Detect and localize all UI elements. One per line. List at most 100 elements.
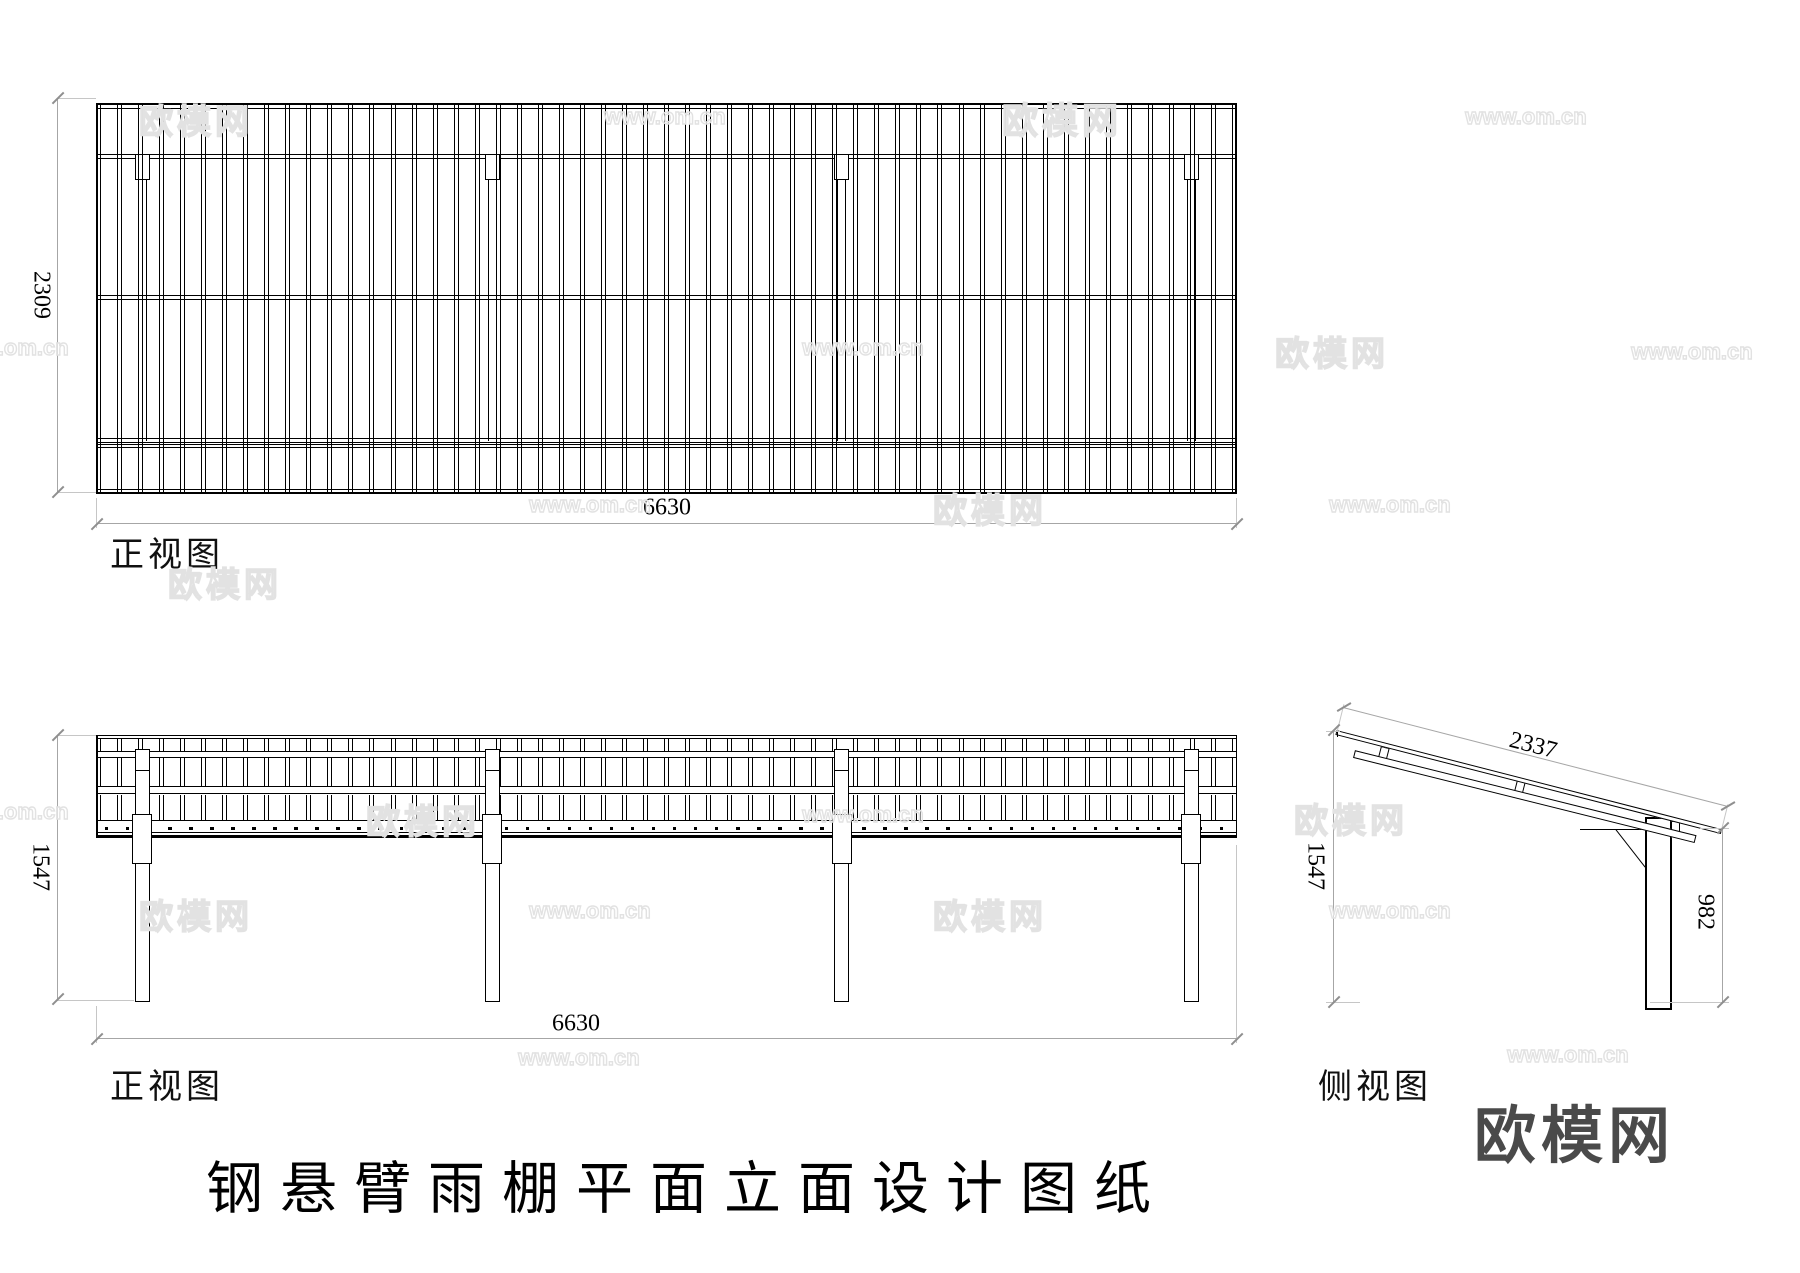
plan-beam — [487, 180, 497, 441]
plan-depth-dimension: 2309 — [28, 271, 55, 319]
plan-slat — [706, 105, 712, 492]
plan-slat — [369, 105, 375, 492]
watermark-url: www.om.cn — [1465, 103, 1588, 129]
front-slat — [390, 794, 396, 820]
front-bottom-dot — [862, 827, 866, 830]
plan-slat — [621, 105, 627, 492]
front-roof-tick — [243, 739, 249, 751]
front-slat — [117, 794, 123, 820]
front-roof-tick — [1168, 739, 1174, 751]
front-bottom-dot — [105, 827, 109, 830]
watermark-brand: 欧模网 — [1293, 802, 1408, 841]
front-slat — [853, 794, 859, 820]
dim-line — [57, 98, 58, 492]
front-slat — [159, 794, 165, 820]
front-roof-tick — [958, 739, 964, 751]
front-bottom-dot — [778, 827, 782, 830]
front-post-cap-line — [1184, 770, 1198, 772]
front-slat — [958, 794, 964, 820]
front-slat — [874, 794, 880, 820]
front-bottom-dot — [609, 827, 614, 830]
front-slat — [1084, 794, 1090, 820]
front-slat — [516, 758, 522, 786]
front-bottom-dot — [1114, 827, 1119, 830]
front-bottom-dot — [736, 827, 740, 830]
dim-line — [96, 1038, 1237, 1039]
front-roof-tick — [895, 739, 901, 751]
plan-slat — [1042, 105, 1048, 492]
front-bottom-dot — [673, 827, 677, 830]
front-slat — [1000, 794, 1006, 820]
front-slat — [979, 794, 985, 820]
plan-beam — [837, 180, 846, 441]
extension-line — [1326, 1001, 1360, 1003]
watermark-brand: 欧模网 — [365, 803, 480, 842]
front-slat — [937, 758, 943, 786]
front-slat — [1105, 794, 1111, 820]
plan-slat — [1000, 105, 1006, 492]
front-bottom-dot — [588, 827, 593, 830]
plan-rail — [96, 444, 1237, 446]
front-post-cap-line — [485, 770, 499, 772]
front-rail — [96, 786, 1237, 788]
front-top-inner — [96, 738, 1237, 739]
plan-slat — [1021, 105, 1027, 492]
front-roof-tick — [201, 739, 207, 751]
front-slat — [621, 758, 627, 786]
front-slat — [453, 758, 459, 786]
front-bottom-dot — [336, 827, 340, 830]
front-slat — [874, 758, 880, 786]
watermark-url: www.om.cn — [0, 798, 69, 824]
front-slat — [1126, 758, 1132, 786]
plan-slat — [285, 105, 291, 492]
front-slat — [327, 794, 333, 820]
plan-slat — [916, 105, 922, 492]
front-roof-tick — [1000, 739, 1006, 751]
front-post — [134, 749, 150, 1002]
front-slat — [664, 758, 669, 786]
plan-slat — [159, 105, 165, 492]
plan-edge-top — [96, 103, 1237, 105]
front-slat — [453, 794, 459, 820]
front-roof-tick — [600, 739, 606, 751]
front-post-sleeve — [132, 814, 152, 864]
front-slat — [811, 794, 817, 820]
front-roof-tick — [369, 739, 375, 751]
plan-slat — [937, 105, 943, 492]
front-bottom-dot — [462, 827, 467, 830]
front-slat — [1126, 794, 1132, 820]
plan-slat — [853, 105, 859, 492]
front-edge-right — [1235, 735, 1237, 838]
plan-edge-bottom — [96, 492, 1237, 494]
front-slat — [769, 758, 775, 786]
front-roof-tick — [117, 739, 123, 751]
front-roof-tick — [474, 739, 480, 751]
front-post — [1183, 749, 1199, 1002]
front-bottom-dot — [715, 827, 719, 830]
front-bottom-dot — [168, 827, 172, 830]
front-bottom-dot — [357, 827, 361, 830]
plan-slat — [874, 105, 880, 492]
front-slat — [306, 758, 312, 786]
front-slat — [201, 794, 207, 820]
front-slat — [769, 794, 775, 820]
watermark-url: www.om.cn — [604, 103, 727, 129]
plan-slat — [264, 105, 270, 492]
front-bottom-dot — [630, 827, 635, 830]
plan-slat — [243, 105, 249, 492]
plan-slat — [685, 105, 691, 492]
front-roof-tick — [979, 739, 985, 751]
front-slat — [790, 758, 796, 786]
front-slat — [222, 758, 228, 786]
front-slat — [706, 758, 712, 786]
front-rail — [96, 793, 1237, 795]
front-bottom-dot — [904, 827, 908, 830]
front-width-dimension: 6630 — [552, 1010, 600, 1037]
plan-slat — [642, 105, 648, 492]
side-post-dimension: 982 — [1692, 894, 1719, 930]
plan-rail — [96, 295, 1237, 297]
plan-edge-right — [1235, 103, 1237, 494]
front-roof-tick — [664, 739, 669, 751]
site-logo: 欧模网 — [1474, 1102, 1676, 1171]
front-slat — [369, 758, 375, 786]
